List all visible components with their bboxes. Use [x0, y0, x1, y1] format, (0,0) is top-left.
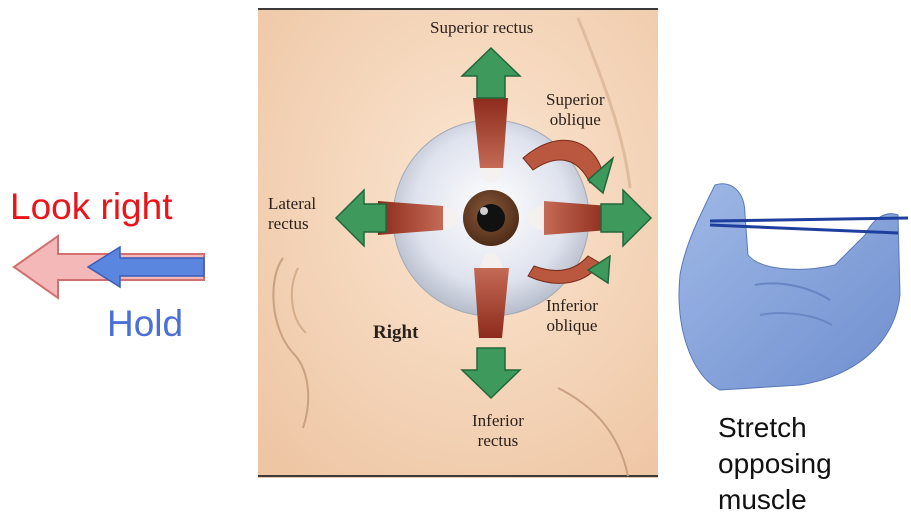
stretch-caption: Stretch opposing muscle — [718, 410, 832, 518]
eye-muscle-diagram: Superior rectus Superior oblique Lateral… — [258, 8, 658, 478]
medial-rectus-muscle — [544, 201, 609, 235]
inferior-oblique-label: Inferior oblique — [546, 296, 598, 335]
glove-icon — [679, 184, 900, 390]
hold-label: Hold — [107, 303, 183, 345]
face-illustration — [258, 8, 658, 478]
gloved-hand-illustration — [660, 175, 910, 395]
inferior-rectus-label: Inferior rectus — [472, 411, 524, 450]
superior-oblique-label: Superior oblique — [546, 90, 605, 129]
eye-icon — [463, 190, 519, 246]
lateral-rectus-muscle — [378, 201, 443, 235]
superior-rectus-label: Superior rectus — [430, 18, 533, 38]
right-side-label: Right — [373, 322, 418, 344]
lateral-rectus-label: Lateral rectus — [268, 194, 316, 233]
